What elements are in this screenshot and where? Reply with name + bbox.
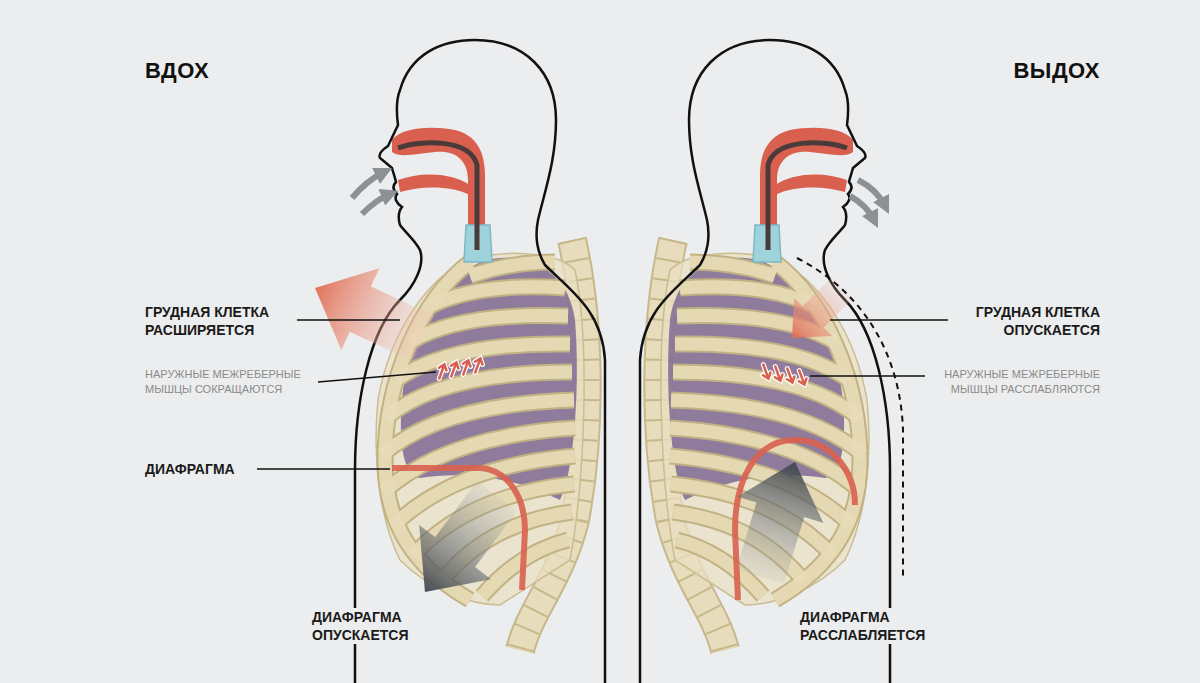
muscle-arrows-halo [760,363,809,386]
muscle-relax-arrows [760,363,809,386]
phase-heading: ВДОХ [145,58,345,84]
callout-label: ДИАФРАГМА [143,460,257,478]
callout-label: ГРУДНАЯ КЛЕТКА ОПУСКАЕТСЯ [948,303,1102,339]
callout-label: ДИАФРАГМА ОПУСКАЕТСЯ [310,608,436,644]
callout-label: ГРУДНАЯ КЛЕТКА РАСШИРЯЕТСЯ [143,303,297,339]
muscle-note: НАРУЖНЫЕ МЕЖРЕБЕРНЫЕ МЫШЦЫ СОКРАЩАЮТСЯ [143,367,315,397]
chest-lower-arrow [773,268,862,357]
callout-label: ДИАФРАГМА РАССЛАБЛЯЕТСЯ [798,608,948,644]
muscle-arrows-halo [436,357,485,380]
exhale-figure [640,40,890,683]
leader-line [810,375,925,377]
air-out-arrow [850,196,874,220]
leader-line [318,372,436,382]
muscle-contract-arrows [436,357,485,380]
muscle-note: НАРУЖНЫЕ МЕЖРЕБЕРНЫЕ МЫШЦЫ РАССЛАБЛЯЮТСЯ [926,367,1102,397]
previous-chest-line [797,258,903,580]
leader-line [830,319,952,321]
air-in-arrow [352,172,384,198]
diaphragm-up-arrow [717,449,838,590]
air-in-arrow [362,194,390,214]
inhale-figure [355,40,605,683]
leader-line [248,468,390,470]
chest-expand-arrow [296,247,443,379]
leader-line [292,319,400,321]
phase-heading: ВЫДОХ [900,58,1100,84]
diaphragm-down-arrow [389,469,533,619]
